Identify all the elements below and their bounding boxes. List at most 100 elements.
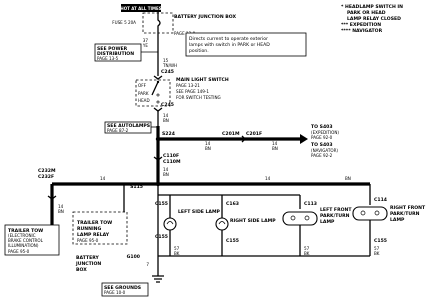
battery-box-page: PAGE 13-0: [174, 31, 196, 36]
wire-14-e: 14: [58, 204, 64, 209]
s115-label: S115: [130, 184, 143, 190]
s224-label: S224: [162, 131, 175, 137]
legend-line-1: * HEADLAMP SWITCH IN: [341, 4, 403, 10]
to-s403-line-5: (NAVIGATOR): [311, 148, 338, 153]
left-front-lamp-label-2: PARK/TURN: [320, 213, 350, 219]
see-grounds-box: [101, 282, 149, 297]
g100-label: G100: [127, 254, 140, 260]
c245-connector: [153, 75, 163, 80]
main-switch-line-1: MAIN LIGHT SWITCH: [176, 77, 229, 83]
see-grounds-line-2: PAGE 10-0: [104, 290, 126, 295]
trailer-relay-box: [72, 211, 128, 245]
junction-box-line-1: BATTERY: [76, 255, 99, 261]
to-s403-line-4: TO S403: [311, 142, 333, 148]
right-side-lamp-label: RIGHT SIDE LAMP: [230, 218, 276, 224]
instruction-line-1: Directs current to operate exterior: [189, 36, 268, 42]
main-light-switch-box: [135, 79, 171, 107]
fuse-symbol: [157, 17, 161, 29]
instruction-line-3: position.: [189, 48, 209, 54]
c114-label: C114: [374, 197, 387, 203]
wire-14-d: 14: [163, 167, 169, 172]
wire-tn-wh: TN/WH: [162, 63, 177, 68]
c201m-label: C201M: [222, 131, 240, 137]
autolamps-line-2: PAGE 87-2: [107, 128, 129, 133]
left-front-lamp-body: [282, 211, 318, 226]
c201f-label: C201F: [246, 131, 262, 137]
fuse-text: FUSE 5 20A: [112, 20, 136, 25]
right-front-filament-a: [360, 210, 366, 216]
wire-bk-b: BK: [304, 251, 310, 256]
hot-label: HOT AT ALL TIMES: [120, 6, 161, 11]
c201-connector: [241, 135, 246, 143]
junction-box-line-2: JUNCTION: [75, 261, 101, 267]
hot-at-all-times-banner: [121, 4, 161, 12]
autolamps-line-1: SEE AUTOLAMPS: [107, 123, 150, 129]
c245-label: C245: [161, 69, 174, 75]
right-front-lamp-body: [352, 206, 388, 221]
c232-connector: [47, 195, 57, 200]
wire-bn-g: BN: [345, 176, 351, 181]
c232f-label: C232F: [38, 174, 54, 180]
c155-d-label: C155: [374, 238, 387, 244]
main-switch-line-2: PAGE 13-21: [176, 83, 200, 88]
legend-line-5: **** NAVIGATOR: [341, 28, 383, 34]
see-power-line-3: PAGE 13-5: [97, 56, 119, 61]
to-s403-line-3: PAGE 92-0: [311, 135, 333, 140]
trailer-module-line-1: TRAILER TOW: [8, 228, 43, 234]
ground-symbol: [152, 275, 164, 283]
c155-a-label: C155: [155, 201, 168, 207]
trailer-relay-line-4: PAGE 95-0: [77, 238, 99, 243]
see-power-line-2: DISTRIBUTION: [97, 51, 134, 57]
legend-line-4: *** EXPEDITION: [341, 22, 381, 28]
c232m-label: C232M: [38, 168, 56, 174]
left-front-filament-b: [304, 215, 310, 221]
right-side-lamp-filament: [218, 221, 226, 225]
to-s403-line-1: TO S403: [311, 124, 333, 130]
instruction-line-2: lamps with switch in PARK or HEAD: [189, 42, 270, 48]
to-s403-line-2: (EXPEDITION): [311, 130, 339, 135]
wire-bn-a: BN: [163, 118, 169, 123]
trailer-module-line-3: BRAKE CONTROL: [8, 238, 44, 243]
switch-contact-head: [156, 100, 160, 104]
c110f-label: C110F: [163, 153, 179, 159]
wire-7: 7: [146, 262, 149, 267]
wire-57-b: 57: [304, 246, 310, 251]
main-switch-line-3: SEE PAGE 149-1: [176, 89, 209, 94]
see-power-box: [94, 43, 142, 62]
right-side-lamp-bulb: [215, 217, 229, 231]
instruction-box: [185, 32, 307, 57]
wire-57-a: 57: [174, 246, 180, 251]
wire-14-g: 14: [265, 176, 271, 181]
switch-off: OFF: [138, 83, 147, 88]
wire-ye: YE: [142, 43, 149, 48]
wire-bn-e: BN: [58, 209, 64, 214]
legend-line-3: LAMP RELAY CLOSED: [347, 16, 401, 22]
see-power-line-1: SEE POWER: [97, 46, 128, 52]
wire-bn-d: BN: [163, 172, 169, 177]
c245-lower-label: C245: [161, 102, 174, 108]
wire-14-a: 14: [163, 113, 169, 118]
c155-b-label: C155: [155, 234, 168, 240]
wire-bk-a: BK: [174, 251, 180, 256]
wire-37: 37: [143, 38, 149, 43]
c113-label: C113: [304, 201, 317, 207]
right-front-lamp-label-3: LAMP: [390, 217, 405, 223]
c245-lower-connector: [153, 107, 163, 112]
main-switch-line-4: FOR SWITCH TESTING: [176, 95, 221, 100]
left-front-lamp-label-1: LEFT FRONT: [320, 207, 352, 213]
legend-line-2: PARK OR HEAD: [347, 10, 386, 16]
right-front-lamp-label-2: PARK/TURN: [390, 211, 420, 217]
left-front-filament-a: [290, 215, 296, 221]
wire-14-b: 14: [205, 141, 211, 146]
trailer-module-line-5: PAGE 95-0: [8, 249, 30, 254]
right-front-filament-b: [374, 210, 380, 216]
switch-head: HEAD: [138, 98, 150, 103]
wire-15: 15: [163, 58, 169, 63]
wire-14-c: 14: [272, 141, 278, 146]
c110m-label: C110M: [163, 159, 181, 165]
left-side-lamp-bulb: [163, 217, 177, 231]
c155-c-label: C155: [226, 238, 239, 244]
left-front-lamp-label-3: LAMP: [320, 219, 335, 225]
switch-pivot: [156, 80, 160, 84]
